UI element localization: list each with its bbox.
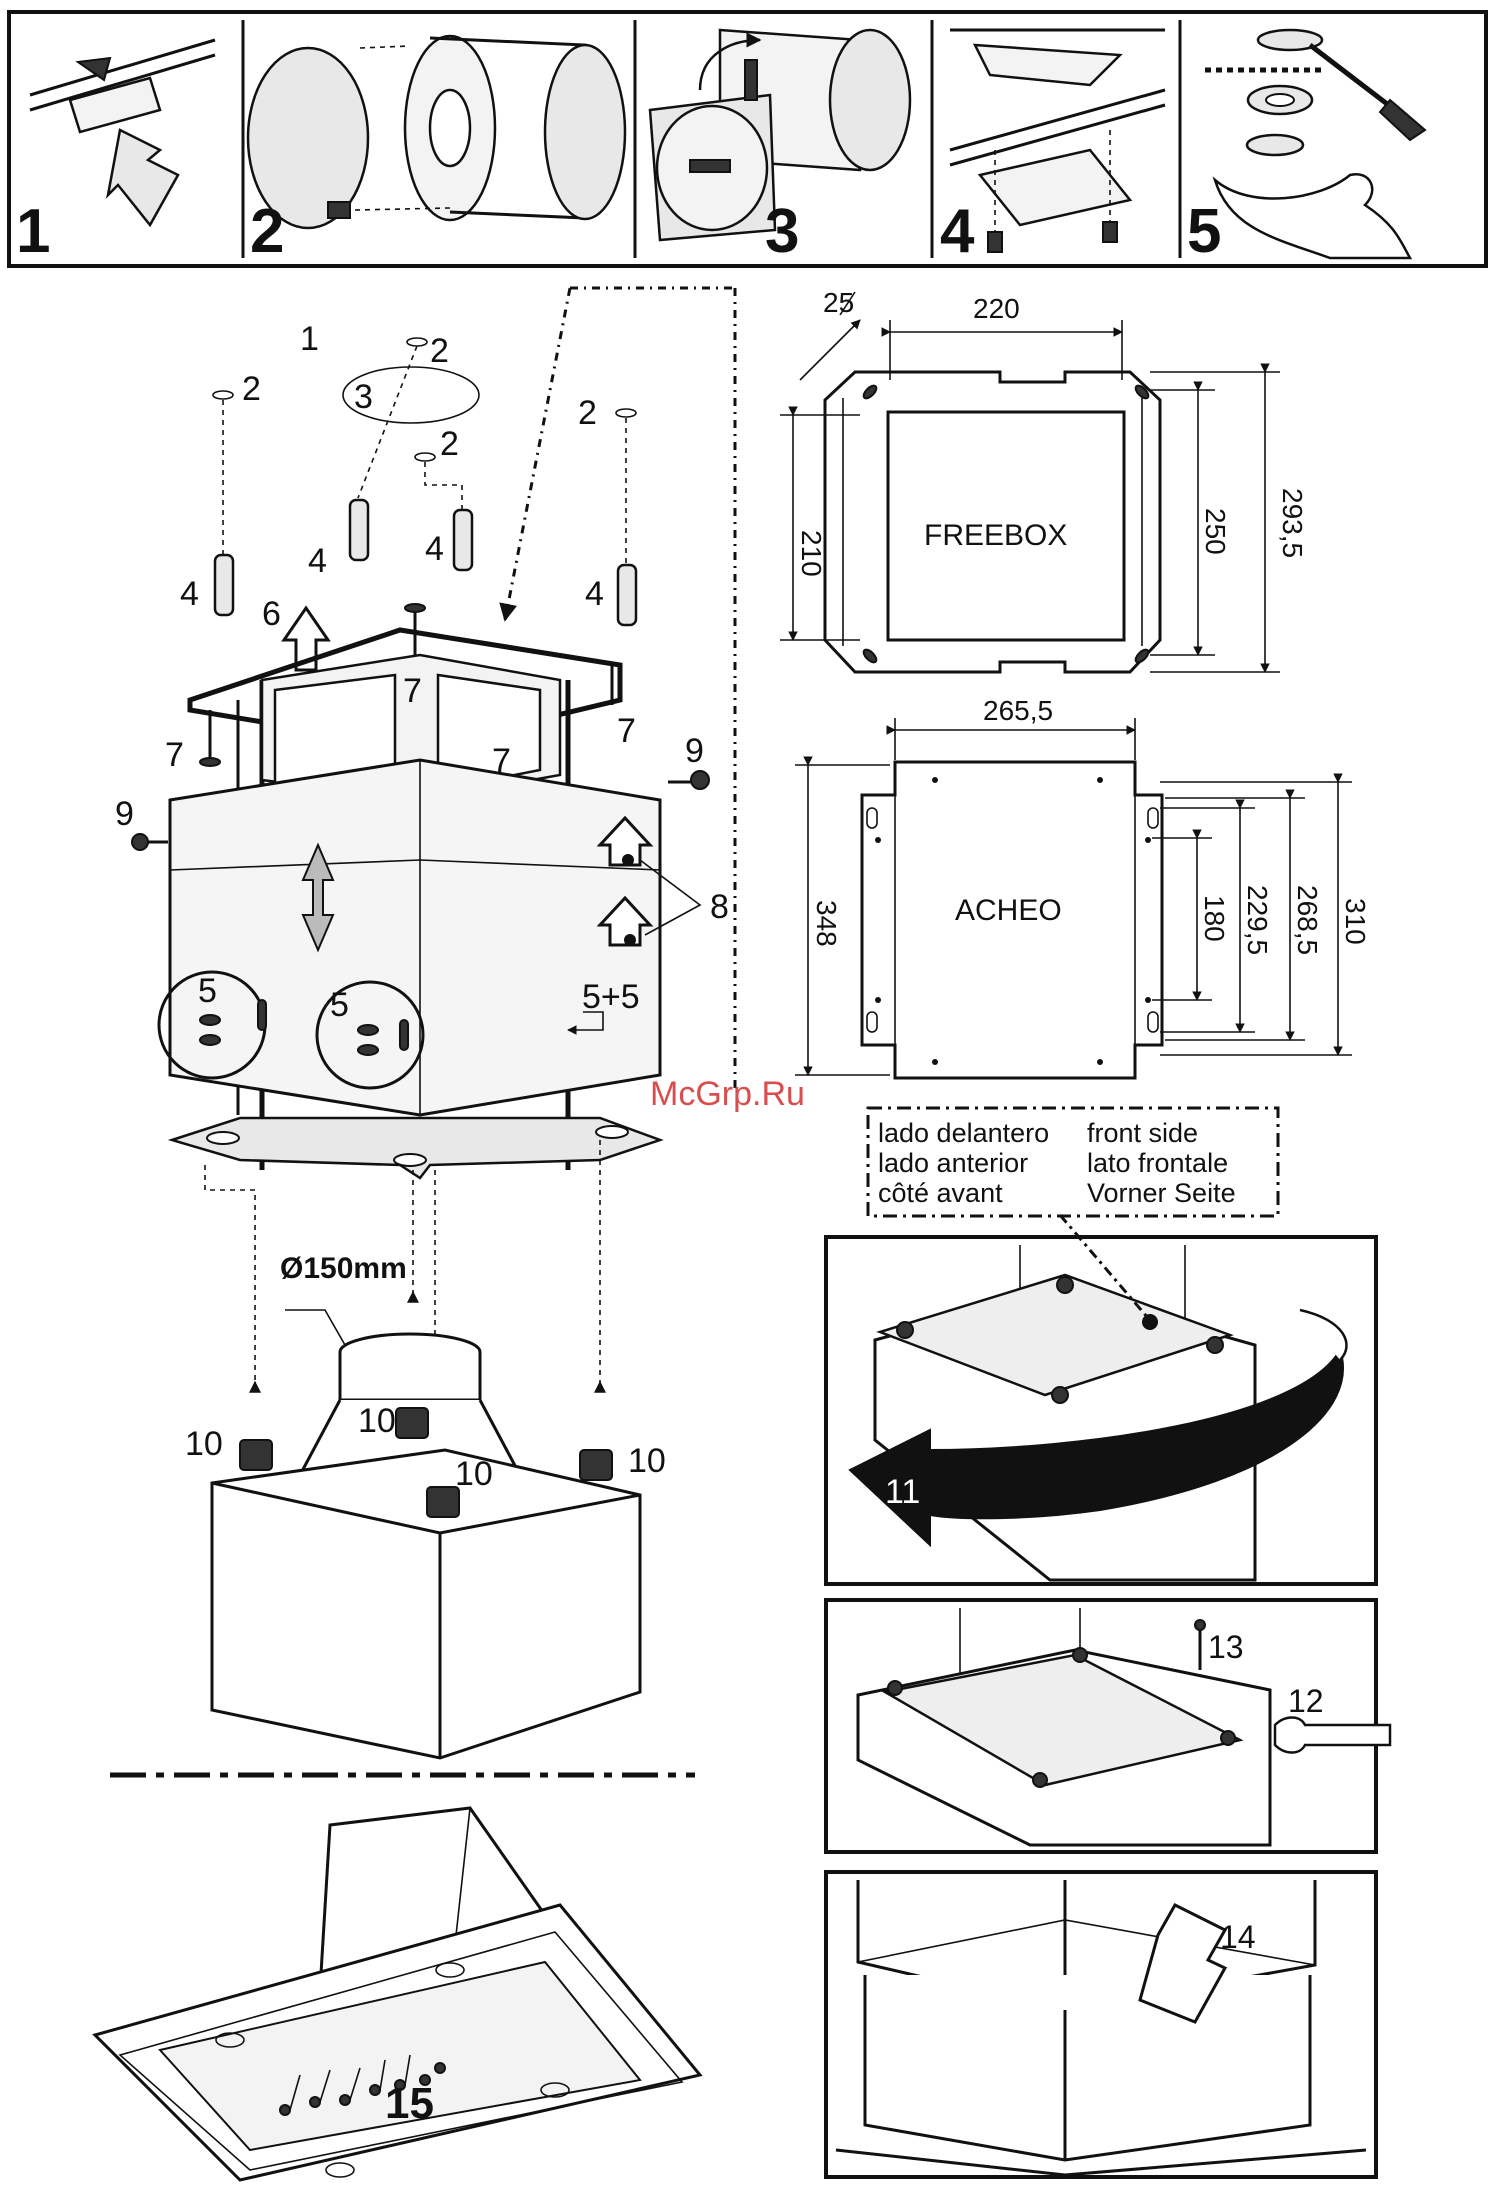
callout-9-left: 9 [115, 795, 134, 833]
callout-11: 11 [885, 1473, 920, 1511]
callout-7-top: 7 [403, 672, 422, 710]
callout-5-plus-5: 5+5 [582, 978, 640, 1016]
callout-2-center: 2 [430, 332, 449, 370]
callout-2-left: 2 [242, 370, 261, 408]
acheo-dim-265-5: 265,5 [983, 695, 1053, 726]
hood-body: 15 [95, 1808, 700, 2180]
callout-10-front: 10 [455, 1455, 493, 1493]
top-step-strip: 1 2 3 4 5 [9, 12, 1486, 266]
callout-5-left: 5 [198, 972, 217, 1010]
acheo-dim-268-5: 268,5 [1292, 885, 1323, 955]
callout-5-right: 5 [330, 986, 349, 1024]
freebox-dim-210: 210 [796, 530, 827, 577]
front-side-de: Vorner Seite [1087, 1178, 1236, 1208]
freebox-dim-250: 250 [1200, 508, 1231, 555]
front-side-it: lato frontale [1087, 1148, 1228, 1178]
watermark-text: McGrp.Ru [650, 1075, 805, 1113]
acheo-dim-310: 310 [1340, 898, 1371, 945]
callout-4-inner: 4 [425, 530, 444, 568]
step-number-1: 1 [16, 197, 50, 266]
freebox-dim-220: 220 [973, 293, 1020, 324]
freebox-label: FREEBOX [924, 519, 1067, 552]
callout-4-right: 4 [585, 575, 604, 613]
callout-10-center: 10 [358, 1402, 396, 1440]
callout-9-right: 9 [685, 732, 704, 770]
callout-2-right: 2 [578, 394, 597, 432]
step-number-2: 2 [250, 197, 284, 266]
acheo-dim-348: 348 [811, 900, 842, 947]
callout-10-right: 10 [628, 1442, 666, 1480]
panel-14: 14 [826, 1872, 1376, 2177]
callout-3: 3 [354, 378, 373, 416]
callout-7-inner: 7 [492, 742, 511, 780]
front-side-fr: côté avant [878, 1178, 1003, 1208]
acheo-label: ACHEO [955, 894, 1062, 927]
acheo-plate: ACHEO 265,5 348 180 229,5 268,5 310 [795, 695, 1371, 1078]
front-side-note: lado delantero lado anterior côté avant … [868, 1108, 1278, 1216]
front-side-pt: lado anterior [878, 1148, 1028, 1178]
step-number-3: 3 [765, 197, 799, 266]
callout-2-inner: 2 [440, 425, 459, 463]
acheo-dim-180: 180 [1199, 895, 1230, 942]
callout-1: 1 [300, 320, 319, 358]
exploded-view [132, 338, 709, 1178]
freebox-plate: FREEBOX 220 25 210 250 293,5 [780, 287, 1308, 672]
callout-12: 12 [1288, 1683, 1324, 1719]
callout-15: 15 [385, 2079, 434, 2128]
callout-8: 8 [710, 888, 729, 926]
callout-10-left: 10 [185, 1425, 223, 1463]
acheo-dim-229-5: 229,5 [1242, 885, 1273, 955]
callout-4-center: 4 [308, 542, 327, 580]
callout-4-left: 4 [180, 575, 199, 613]
step2-illustration [248, 36, 625, 228]
step-number-5: 5 [1187, 197, 1221, 266]
callout-14: 14 [1220, 1919, 1256, 1955]
duct-diameter: Ø150mm [280, 1252, 407, 1285]
front-side-en: front side [1087, 1118, 1198, 1148]
freebox-dim-25: 25 [823, 287, 854, 318]
panel-12-13: 13 12 [826, 1600, 1390, 1852]
callout-13: 13 [1208, 1629, 1244, 1665]
front-side-es: lado delantero [878, 1118, 1049, 1148]
step-number-4: 4 [940, 197, 975, 266]
duct-assembly: Ø150mm 10 10 10 10 [185, 1140, 666, 1758]
callout-7-right: 7 [617, 712, 636, 750]
callout-7-left: 7 [165, 736, 184, 774]
callout-6: 6 [262, 595, 281, 633]
panel-11: 11 [826, 1215, 1376, 1584]
freebox-dim-293-5: 293,5 [1277, 488, 1308, 558]
